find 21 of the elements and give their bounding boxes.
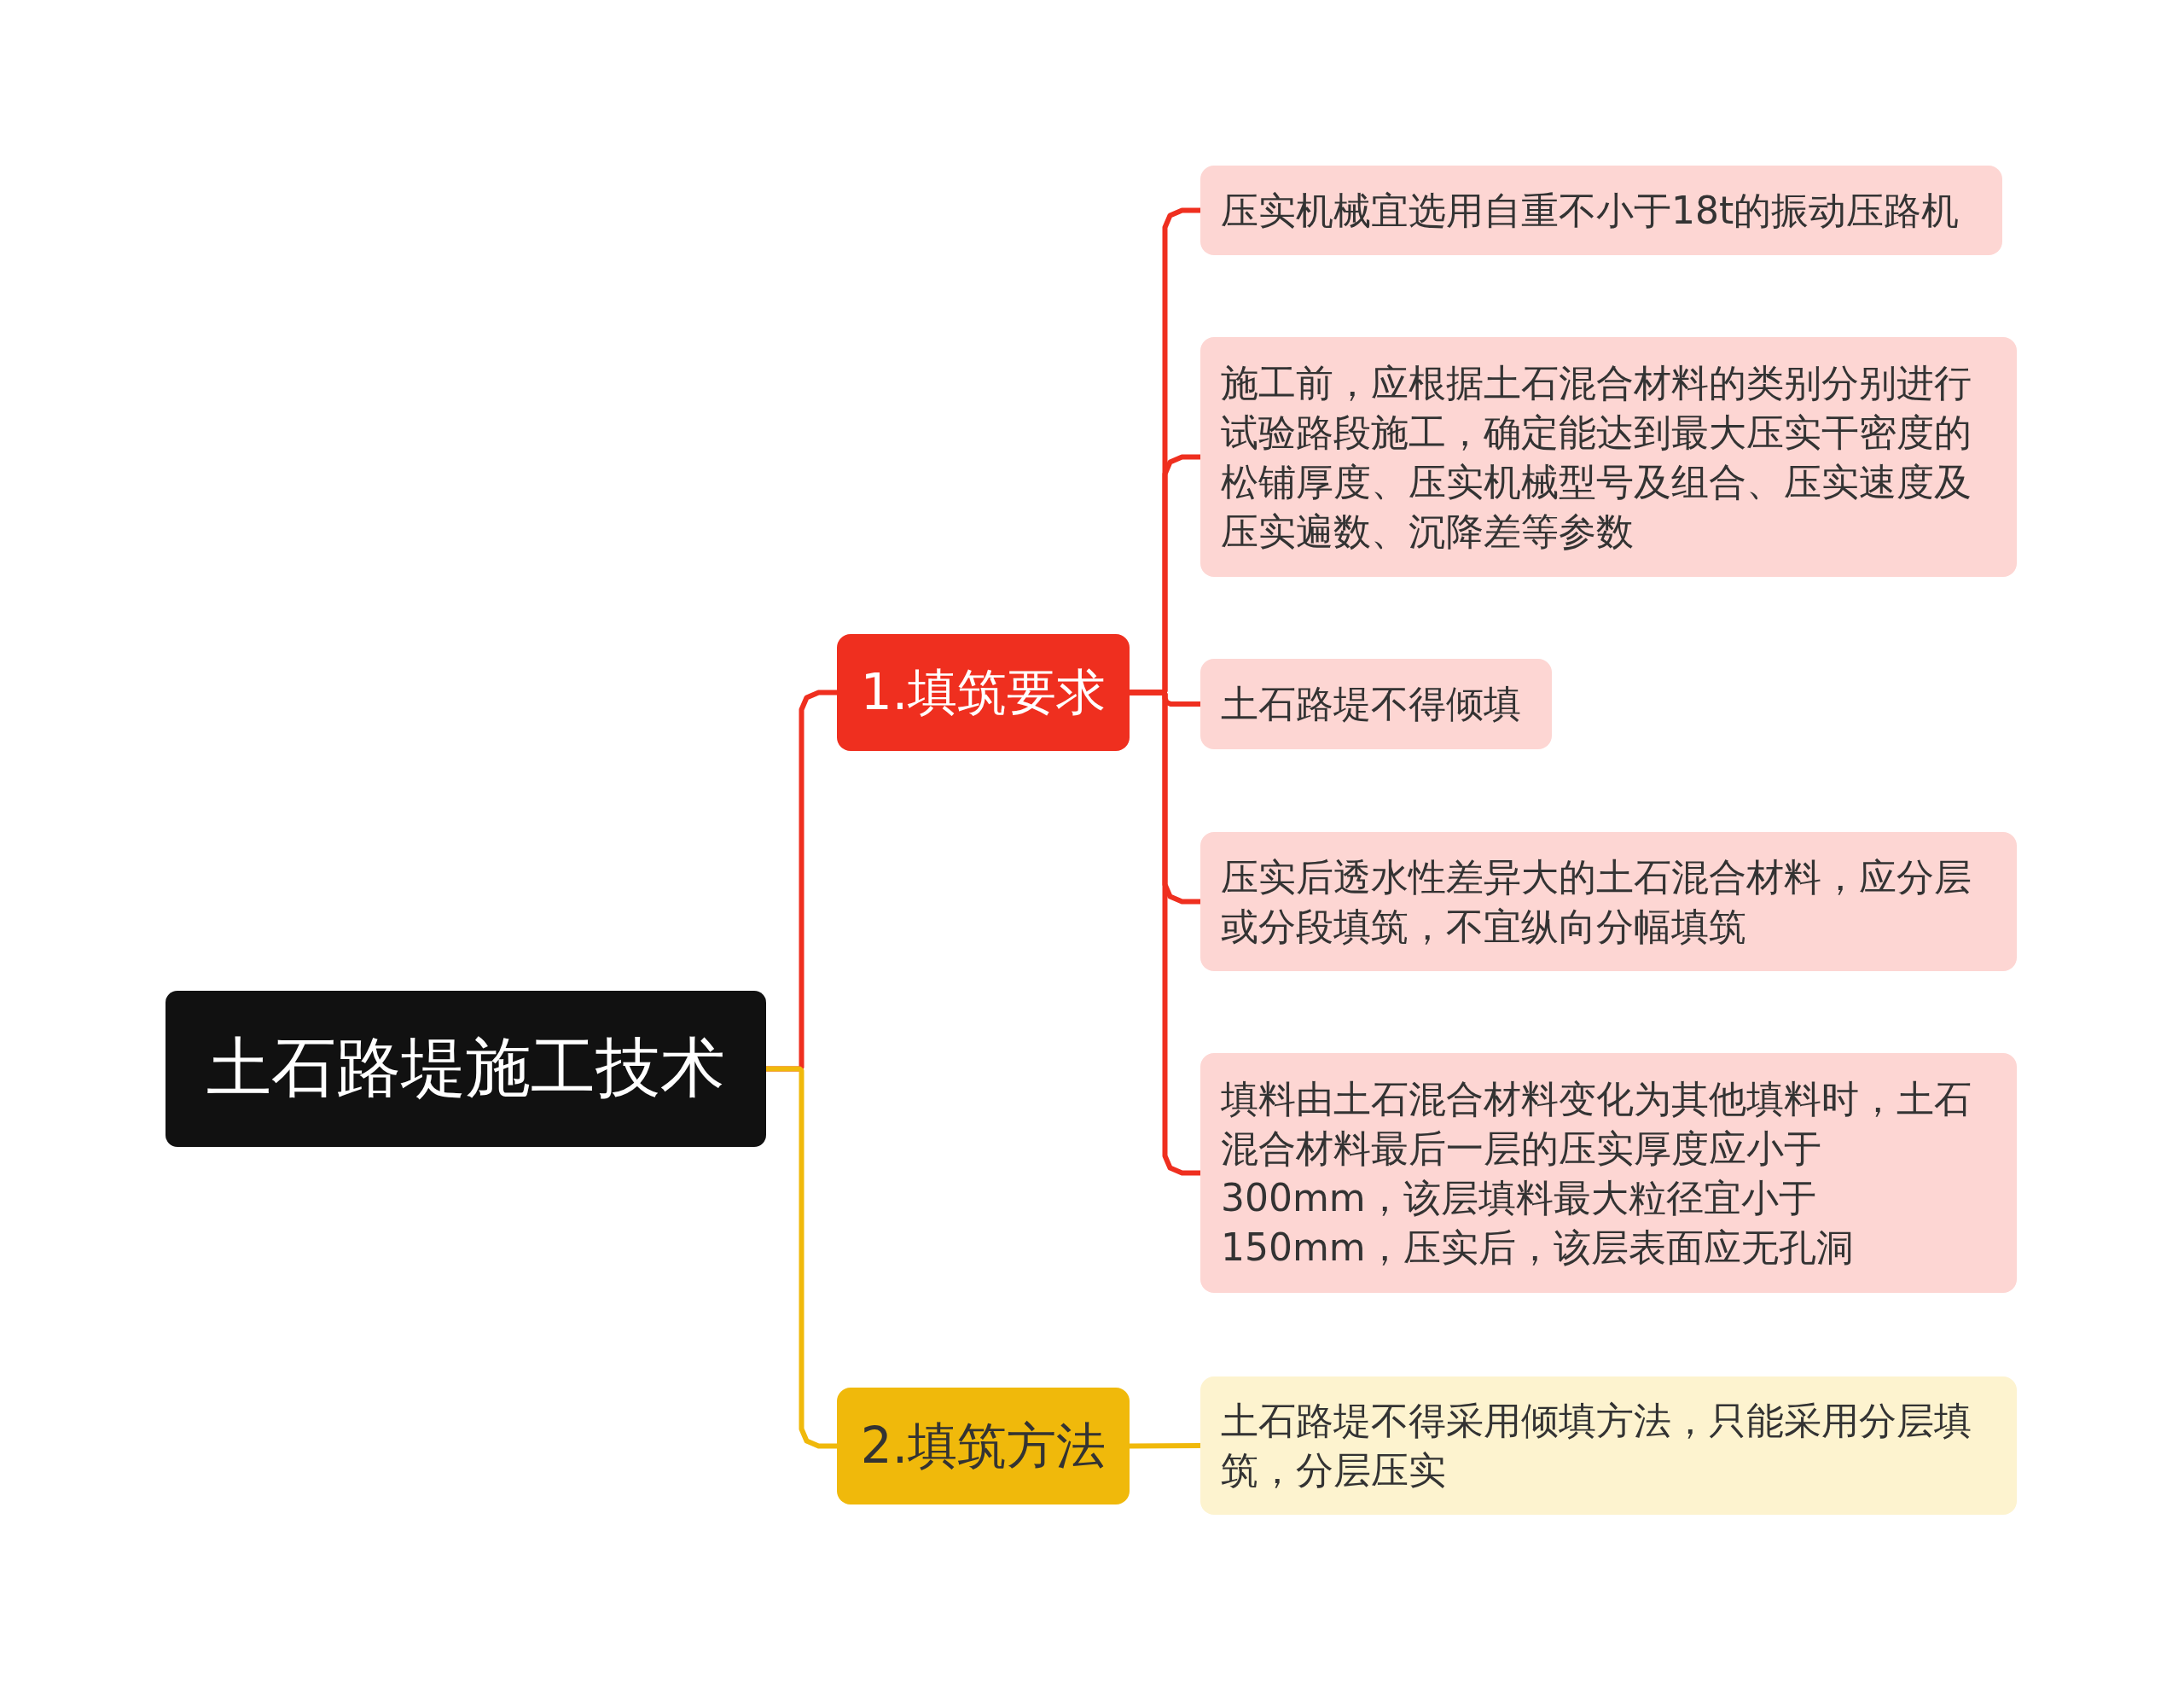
topic-text: 压实后透水性差异大的土石混合材料，应分层或分段填筑，不宜纵向分幅填筑 bbox=[1221, 853, 1972, 950]
topic-text: 1.填筑要求 bbox=[860, 661, 1107, 723]
leaf-topic-box bbox=[1200, 1376, 2017, 1515]
leaf-topic-box bbox=[1200, 659, 1552, 749]
topic-text: 压实机械宜选用自重不小于18t的振动压路机 bbox=[1221, 187, 1960, 234]
topic-text: 填料由土石混合材料变化为其他填料时，土石混合材料最后一层的压实厚度应小于300mm，该层填料最大粒径宜小于150mm，压实后，该层表面应无孔洞 bbox=[1221, 1075, 1972, 1271]
branch-topic-box bbox=[837, 634, 1130, 751]
connector-line bbox=[1130, 690, 1200, 1176]
topic-text: 土石路堤施工技术 bbox=[206, 1028, 725, 1107]
root-topic-box bbox=[166, 991, 766, 1147]
topic-text: 土石路堤不得倾填 bbox=[1221, 681, 1521, 727]
branch-topic-box bbox=[837, 1388, 1130, 1504]
topic-text: 2.填筑方法 bbox=[860, 1415, 1107, 1476]
leaf-topic-box bbox=[1200, 166, 2002, 255]
topic-text: 施工前，应根据土石混合材料的类别分别进行试验路段施工，确定能达到最大压实干密度的松铺厚度、压实机械型号及组合、压实速度及压实遍数、沉降差等参数 bbox=[1221, 359, 1972, 555]
topic-text: 土石路堤不得采用倾填方法，只能采用分层填筑，分层压实 bbox=[1221, 1398, 1972, 1493]
leaf-topic-box bbox=[1200, 1053, 2017, 1293]
leaf-topic-box bbox=[1200, 832, 2017, 971]
leaf-topic-box bbox=[1200, 337, 2017, 577]
connector-line bbox=[1129, 1443, 1201, 1449]
connector-line bbox=[766, 1066, 837, 1449]
